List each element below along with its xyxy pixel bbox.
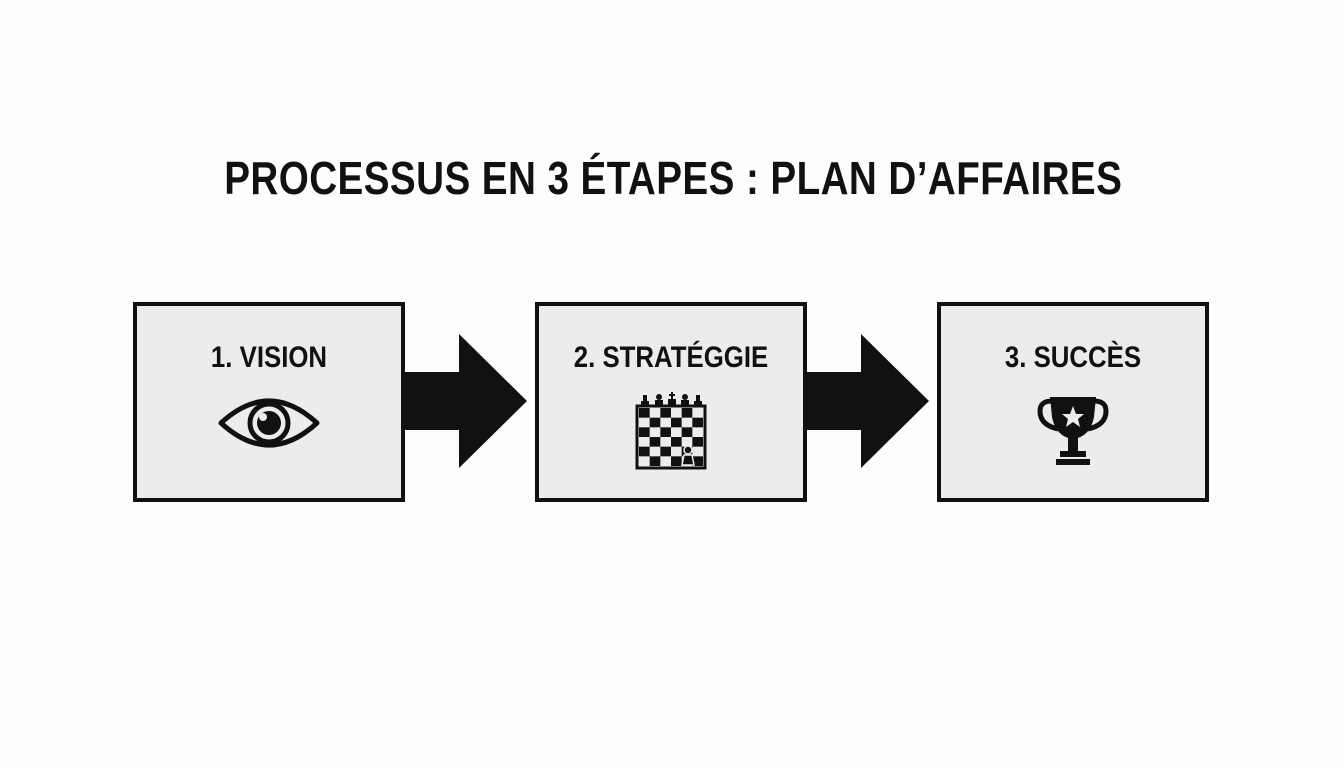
trophy-icon [941, 391, 1205, 471]
arrow-1-to-2 [401, 334, 527, 468]
step-label-strategy: 2. STRATÉGGIE [573, 341, 769, 374]
chessboard-icon [539, 391, 803, 471]
step-box-strategy: 2. STRATÉGGIE [535, 302, 807, 502]
step-box-vision: 1. VISION [133, 302, 405, 502]
step-label-success: 3. SUCCÈS [1004, 341, 1142, 374]
diagram-title: PROCESSUS EN 3 ÉTAPES : PLAN D’AFFAIRES [224, 152, 1123, 204]
arrow-2-to-3 [803, 334, 929, 468]
step-box-success: 3. SUCCÈS [937, 302, 1209, 502]
step-label-vision: 1. VISION [210, 341, 328, 374]
eye-icon [137, 391, 401, 471]
